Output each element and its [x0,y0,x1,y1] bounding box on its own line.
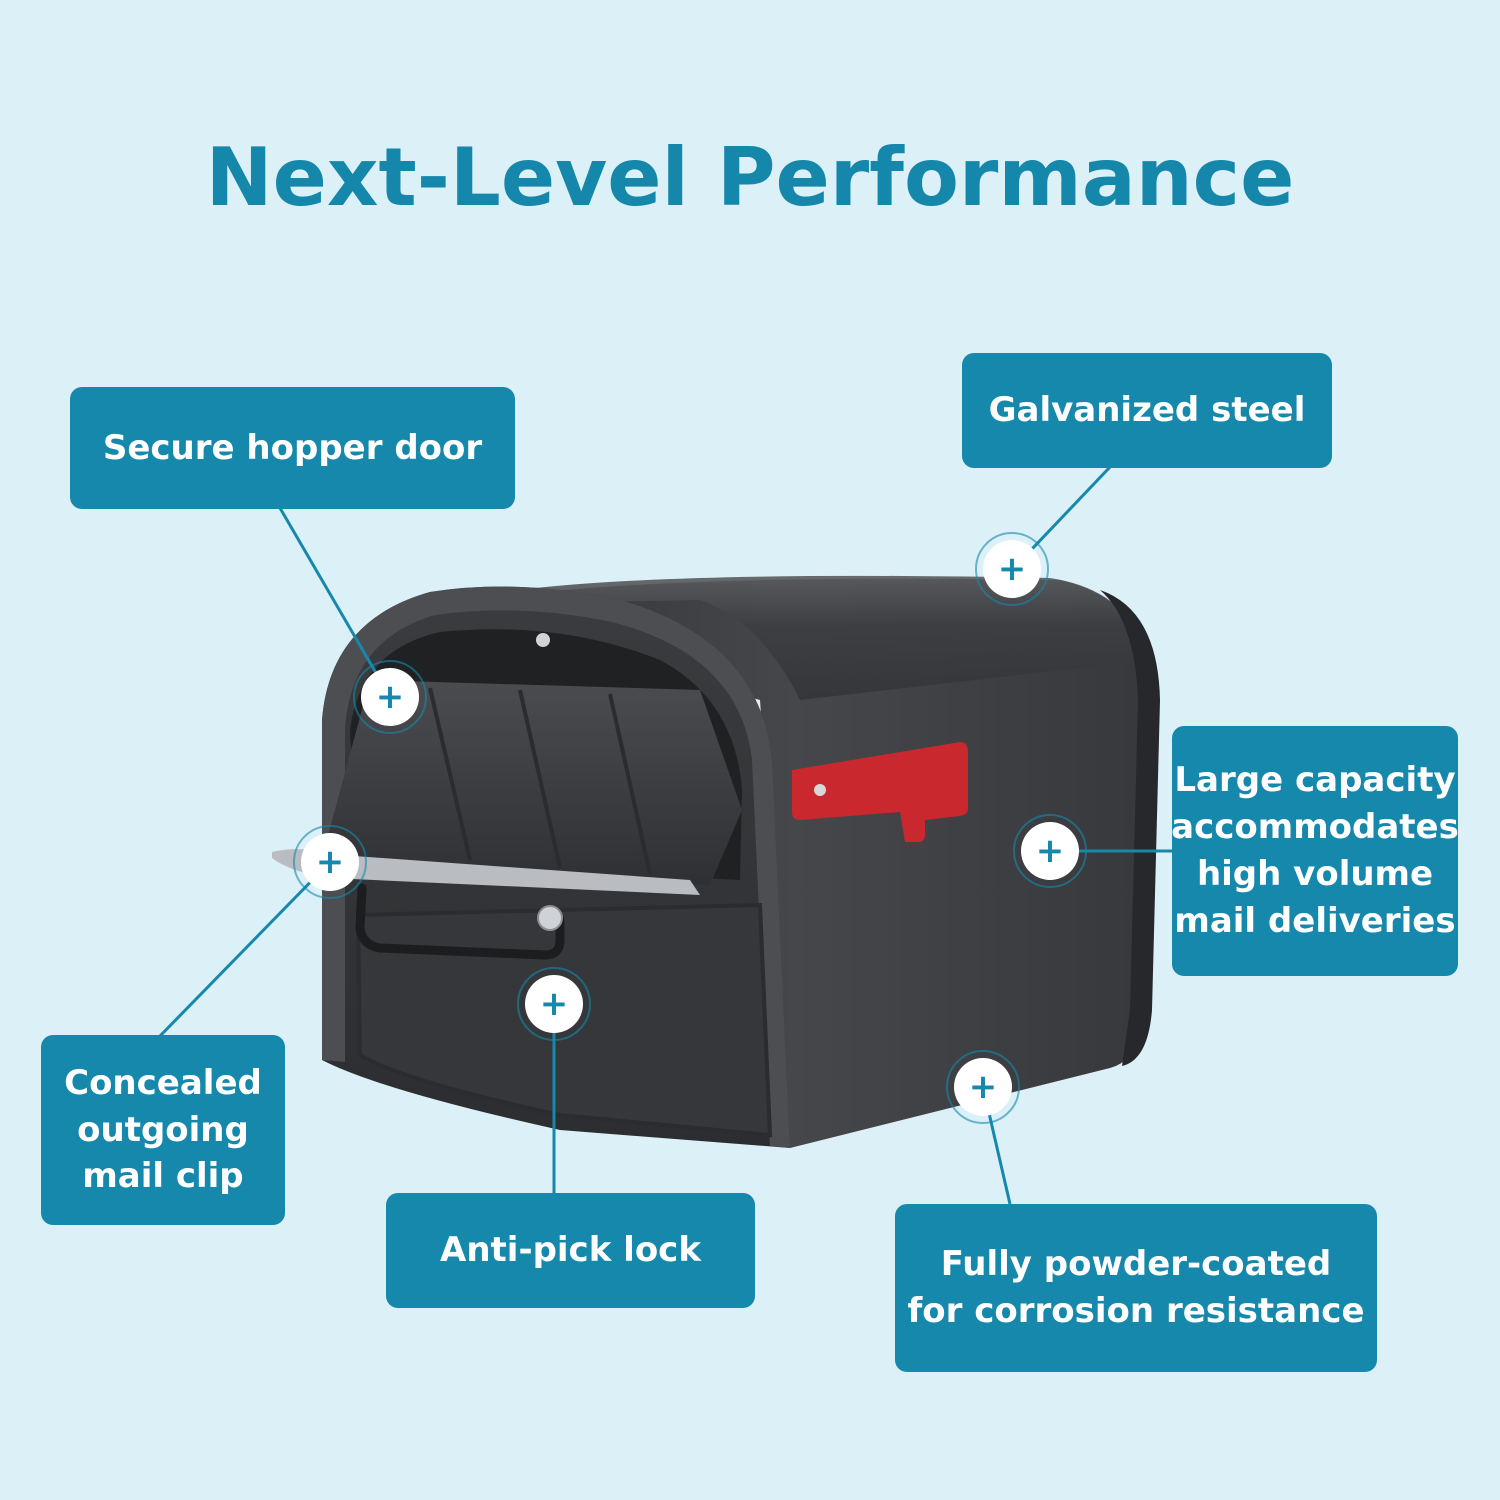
callout-line: high volume [1196,854,1434,894]
callout-line: Secure hopper door [102,427,483,468]
callout-line: for corrosion resistance [907,1291,1365,1331]
callout-line: mail deliveries [1174,900,1456,941]
callout-galvanized: Galvanized steel [962,353,1332,468]
callout-line: Anti-pick lock [440,1230,701,1271]
callout-line: mail clip [82,1156,244,1197]
hotspot-mail-clip[interactable]: + [293,825,367,899]
callout-line: Galvanized steel [988,390,1306,431]
hopper-door [320,680,742,885]
red-flag [792,742,968,842]
plus-icon: + [998,549,1027,589]
hotspot-capacity[interactable]: + [1013,814,1087,888]
callout-line: Fully powder-coated [940,1244,1332,1285]
hotspot-powder[interactable]: + [946,1050,1020,1124]
mailbox-rear-rim [1100,590,1160,1066]
callout-line: Concealed [64,1062,262,1103]
plus-icon: + [1036,831,1065,871]
page-title: Next-Level Performance [205,131,1295,224]
hotspot-lock[interactable]: + [517,967,591,1041]
mailbox-side [430,578,1158,1148]
callout-powder: Fully powder-coated for corrosion resist… [895,1204,1377,1372]
plus-icon: + [540,984,569,1024]
mail-clip-plate [272,849,700,895]
plus-icon: + [376,677,405,717]
callout-hopper-door: Secure hopper door [70,387,515,509]
hotspot-hopper-door[interactable]: + [353,660,427,734]
plus-icon: + [969,1067,998,1107]
plus-icon: + [316,842,345,882]
callout-mail-clip: Concealed outgoing mail clip [41,1035,285,1225]
callout-lock: Anti-pick lock [386,1193,755,1308]
mailbox [272,575,1160,1148]
callout-line: outgoing [77,1109,249,1150]
door-handle [355,883,565,960]
lock-cylinder [537,905,563,931]
callout-line: Large capacity [1174,760,1456,801]
mailbox-top [440,575,1150,700]
callout-line: accommodates [1171,807,1459,848]
mailbox-front-rim [322,586,790,1148]
callout-capacity: Large capacity accommodates high volume … [1171,726,1459,976]
hotspot-galvanized[interactable]: + [975,532,1049,606]
leader-mail-clip [158,860,332,1038]
